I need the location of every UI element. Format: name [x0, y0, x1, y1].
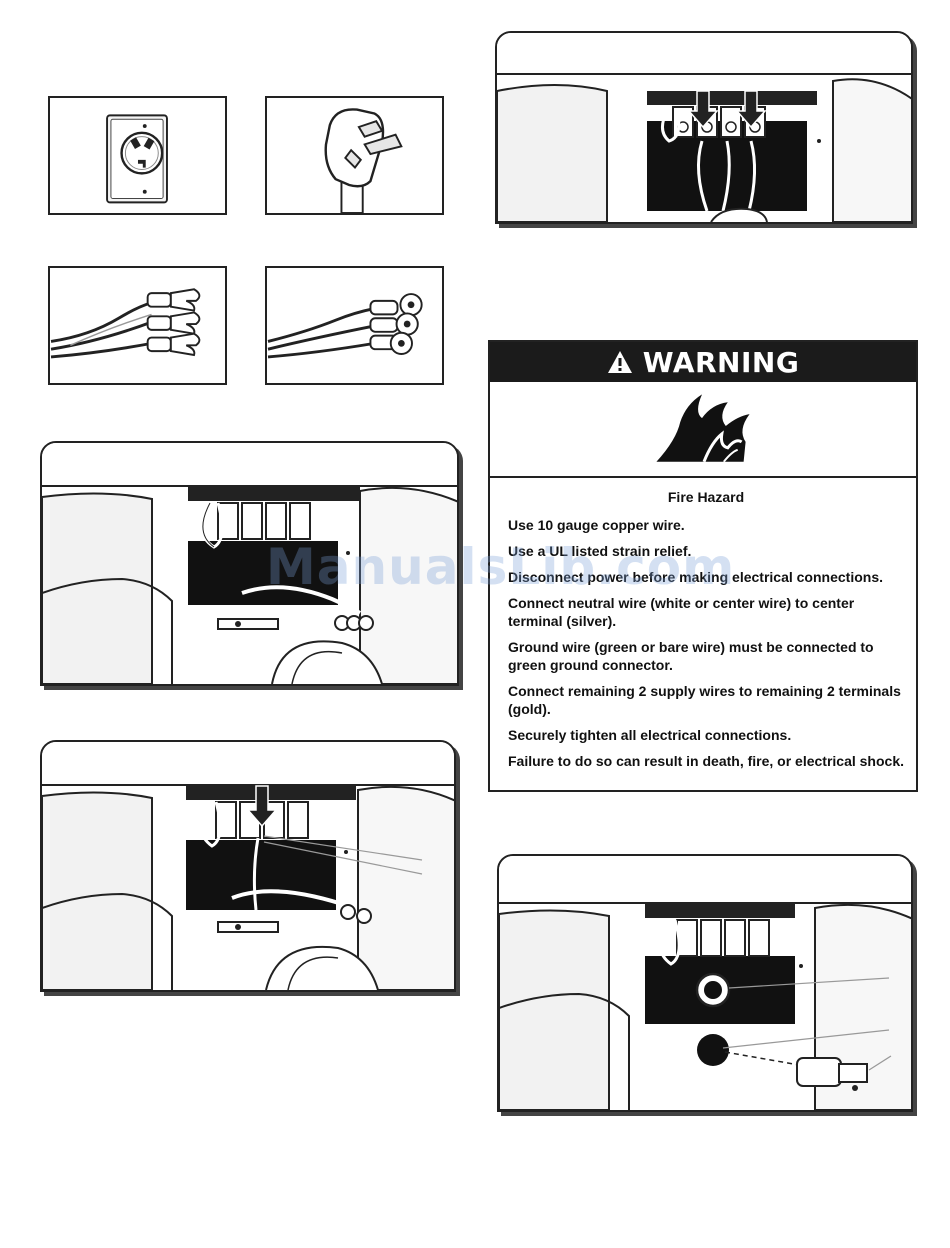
receptacle-icon — [106, 114, 168, 204]
strain-relief-panel — [497, 854, 913, 1112]
warning-line: Disconnect power before making electrica… — [508, 569, 883, 585]
warning-line: Use 10 gauge copper wire. — [508, 517, 685, 533]
ground-wire-illustration — [42, 785, 454, 990]
plug-illustration — [265, 96, 444, 215]
panel-header — [42, 742, 454, 786]
warning-header: WARNING — [490, 342, 916, 382]
warning-line: Failure to do so can result in death, fi… — [508, 753, 904, 769]
terminal-block-panel-bottom-left — [40, 740, 456, 992]
strain-relief-illustration — [499, 903, 911, 1110]
fire-hazard-image — [490, 382, 916, 478]
warning-triangle-icon — [607, 351, 632, 373]
warning-line: Securely tighten all electrical connecti… — [508, 727, 792, 743]
warning-title: WARNING — [642, 345, 800, 379]
wire-connection-illustration — [42, 486, 457, 684]
warning-box: WARNING Fire Hazard Use 10 gauge copper … — [488, 340, 918, 792]
terminal-block-panel-top — [495, 31, 913, 224]
receptacle-illustration — [48, 96, 227, 215]
fire-icon — [656, 394, 750, 463]
plug-icon — [324, 108, 403, 213]
warning-text: Fire Hazard Use 10 gauge copper wire. Us… — [508, 488, 904, 778]
panel-header — [499, 856, 911, 904]
panel-header — [42, 443, 457, 487]
warning-line: Use a UL listed strain relief. — [508, 543, 692, 559]
terminal-block-arrows-illustration — [497, 78, 911, 222]
terminal-block-panel-middle — [40, 441, 459, 686]
warning-line: Ground wire (green or bare wire) must be… — [508, 639, 874, 673]
warning-subtitle: Fire Hazard — [667, 489, 745, 505]
spade-terminal-illustration — [48, 266, 227, 385]
panel-header — [497, 33, 911, 75]
spade-terminal-icon — [50, 288, 201, 359]
warning-line: Connect neutral wire (white or center wi… — [508, 595, 855, 629]
ring-terminal-illustration — [265, 266, 444, 385]
ring-terminal-icon — [267, 293, 423, 359]
warning-line: Connect remaining 2 supply wires to rema… — [508, 683, 901, 717]
